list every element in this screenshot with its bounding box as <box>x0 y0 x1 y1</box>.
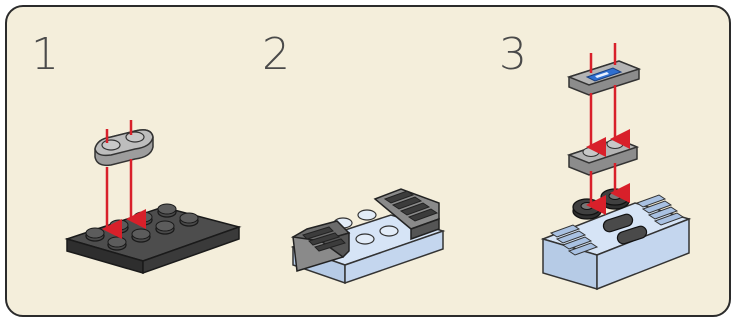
dark-grey-plate-2x4 <box>67 204 239 273</box>
light-grey-plate-step3 <box>569 139 637 175</box>
step3-illustration <box>543 43 689 289</box>
light-grey-plate-1x2 <box>95 130 153 165</box>
step1-illustration <box>67 120 239 273</box>
printed-tile <box>569 61 639 95</box>
instruction-illustrations <box>7 7 733 319</box>
instruction-panel: 1 2 3 <box>5 5 731 317</box>
step2-illustration <box>293 189 443 283</box>
